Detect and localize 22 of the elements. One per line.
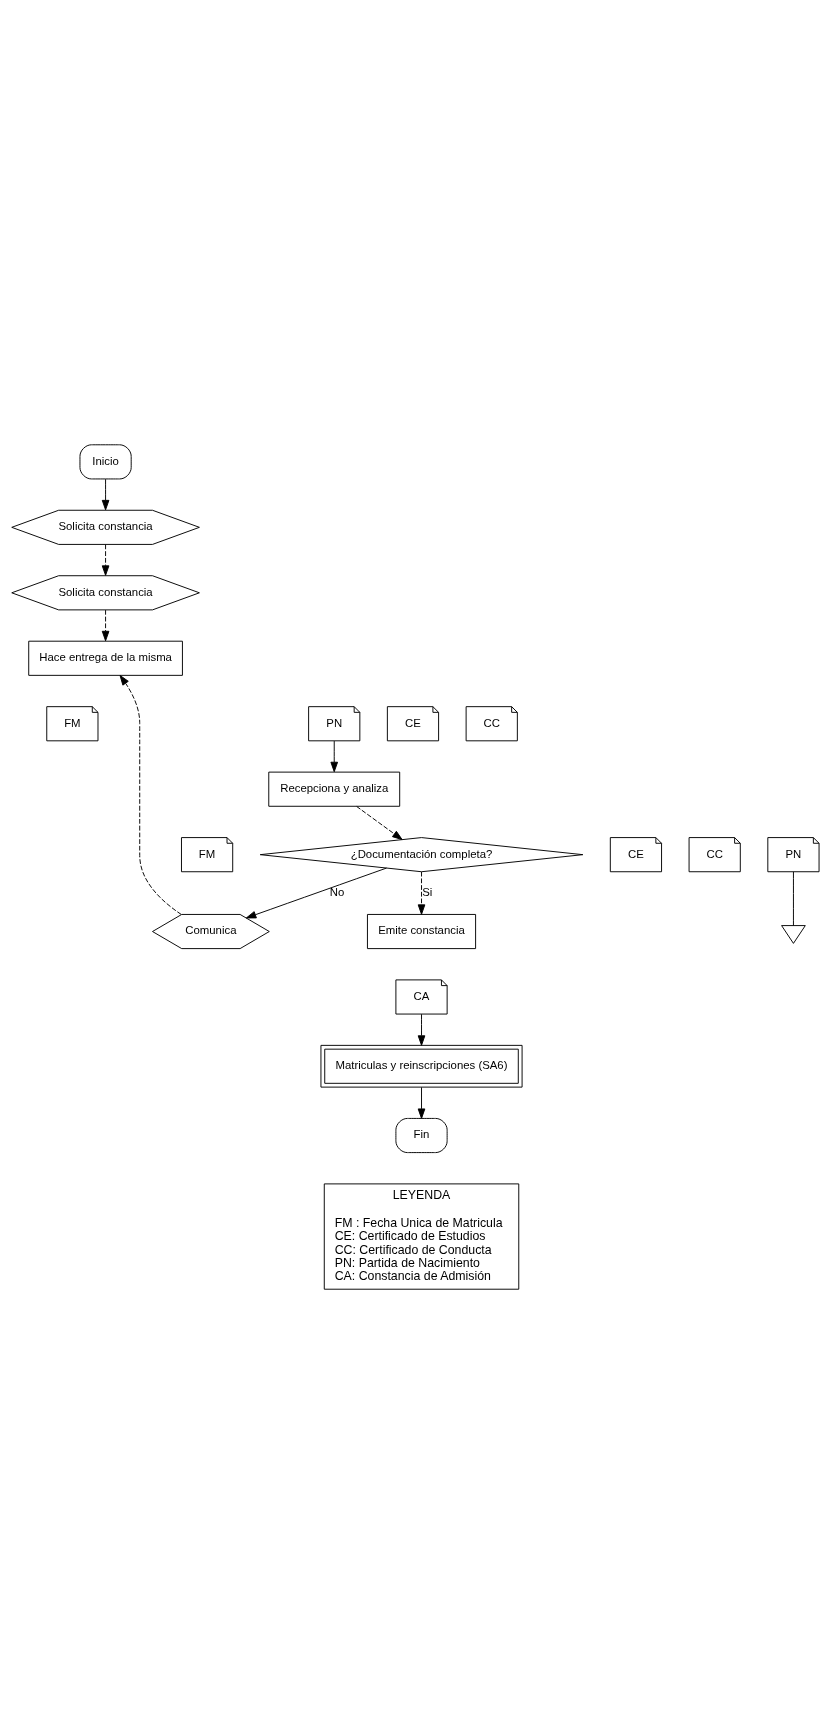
node-box: Matriculas y reinscripciones (SA6) bbox=[320, 1044, 523, 1088]
node-box: Inicio bbox=[79, 443, 132, 479]
arrow bbox=[330, 740, 339, 772]
arrow bbox=[101, 609, 110, 641]
node-box: Fin bbox=[395, 1117, 448, 1153]
arrow bbox=[101, 478, 110, 510]
node-triangle bbox=[781, 924, 806, 944]
arrow bbox=[417, 870, 426, 915]
connector bbox=[792, 870, 794, 926]
node-box: Emite constancia bbox=[366, 913, 477, 949]
edge-label: Si bbox=[422, 885, 433, 898]
arrow bbox=[417, 1013, 426, 1046]
arrow bbox=[119, 674, 182, 915]
node-box: Recepciona y analiza bbox=[268, 771, 401, 807]
arrow bbox=[245, 867, 387, 918]
edge-label: No bbox=[329, 885, 345, 898]
arrow bbox=[356, 805, 403, 840]
node-box: LEYENDA FM : Fecha Unica de Matricula CE: Certificado de Estudios CC: Certificado de Conducta PN: Partida de Nacimiento CA: Constancia de Admisión bbox=[323, 1182, 520, 1290]
arrow bbox=[417, 1086, 426, 1119]
arrow bbox=[101, 543, 110, 576]
node-diamond: ¿Documentación completa? bbox=[259, 836, 584, 872]
node-box: Hace entrega de la misma bbox=[28, 640, 183, 676]
